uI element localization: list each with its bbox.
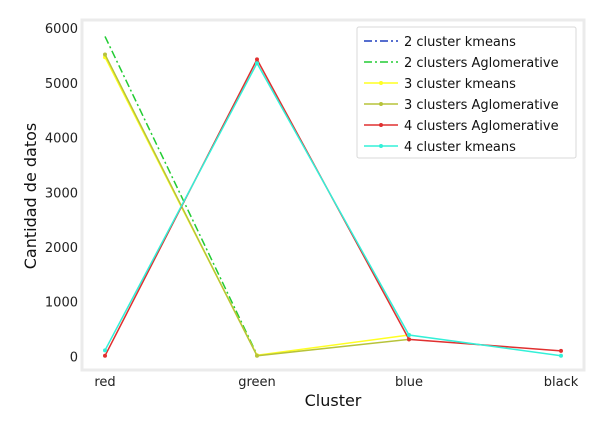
series-2	[104, 36, 258, 356]
data-point	[407, 337, 411, 342]
y-tick-label: 5000	[45, 77, 78, 92]
x-axis-ticks: red green blue black	[94, 375, 578, 390]
x-tick-label: blue	[395, 375, 423, 390]
data-point	[103, 52, 107, 57]
legend-label: 2 cluster kmeans	[404, 35, 516, 50]
y-tick-label: 4000	[45, 132, 78, 147]
y-tick-label: 1000	[45, 296, 78, 311]
x-tick-label: green	[238, 375, 276, 390]
legend-marker	[379, 81, 383, 85]
y-tick-label: 2000	[45, 241, 78, 256]
legend-marker	[379, 102, 383, 106]
x-axis-title: Cluster	[305, 391, 362, 410]
data-point	[103, 348, 107, 353]
data-point	[255, 57, 259, 62]
data-point	[559, 353, 563, 358]
legend-marker	[379, 123, 383, 127]
y-tick-label: 6000	[45, 22, 78, 37]
legend-label: 3 cluster kmeans	[404, 77, 516, 92]
y-axis-ticks: 0 1000 2000 3000 4000 5000 6000	[45, 22, 78, 365]
x-tick-label: black	[544, 375, 579, 390]
legend-label: 4 cluster kmeans	[404, 140, 516, 155]
legend-label: 2 clusters Aglomerative	[404, 56, 559, 71]
series-6	[103, 61, 563, 358]
legend-label: 3 clusters Aglomerative	[404, 98, 559, 113]
data-point	[407, 333, 411, 337]
series-line	[104, 36, 258, 356]
series-layer	[103, 36, 563, 358]
legend-box	[356, 26, 577, 159]
series-line	[104, 61, 562, 357]
legend: 2 cluster kmeans 2 clusters Aglomerative 3…	[356, 26, 577, 159]
data-point	[103, 353, 107, 358]
x-tick-label: red	[94, 375, 115, 390]
data-point	[255, 61, 259, 66]
data-point	[559, 348, 563, 353]
legend-label: 4 clusters Aglomerative	[404, 119, 559, 134]
y-tick-label: 0	[70, 350, 78, 365]
y-tick-label: 3000	[45, 186, 78, 201]
y-axis-title: Cantidad de datos	[21, 123, 40, 269]
data-point	[255, 353, 259, 358]
legend-marker	[379, 144, 383, 148]
